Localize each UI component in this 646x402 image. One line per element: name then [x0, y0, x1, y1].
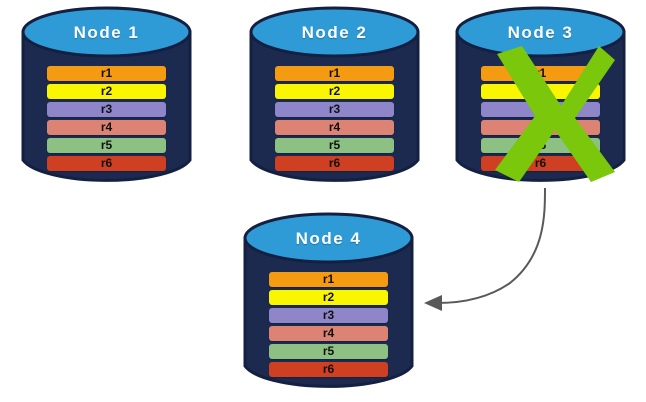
record-r3[interactable]: r3 — [269, 308, 388, 323]
record-label: r6 — [322, 362, 335, 376]
node-4-records: r1 r2 r3 r4 r5 r6 — [243, 272, 414, 377]
record-label: r5 — [328, 138, 341, 152]
record-label: r5 — [322, 344, 335, 358]
record-r1[interactable]: r1 — [275, 66, 394, 81]
record-r5[interactable]: r5 — [47, 138, 166, 153]
record-r2[interactable]: r2 — [275, 84, 394, 99]
record-r4[interactable]: r4 — [269, 326, 388, 341]
record-label: r3 — [322, 308, 335, 322]
record-label: r2 — [534, 84, 547, 98]
record-r2[interactable]: r2 — [481, 84, 600, 99]
record-label: r2 — [100, 84, 113, 98]
record-label: r6 — [534, 156, 547, 170]
record-label: r1 — [534, 66, 547, 80]
record-r5[interactable]: r5 — [269, 344, 388, 359]
node-1-records: r1 r2 r3 r4 r5 r6 — [21, 66, 192, 171]
record-r4[interactable]: r4 — [47, 120, 166, 135]
record-r4[interactable]: r4 — [481, 120, 600, 135]
record-r6[interactable]: r6 — [481, 156, 600, 171]
record-r3[interactable]: r3 — [47, 102, 166, 117]
node-3[interactable]: Node 3 r1 r2 r3 r4 r5 r6 — [455, 6, 626, 186]
record-label: r3 — [100, 102, 113, 116]
record-label: r1 — [328, 66, 341, 80]
record-label: r3 — [328, 102, 341, 116]
record-label: r6 — [328, 156, 341, 170]
record-label: r3 — [534, 102, 547, 116]
record-r1[interactable]: r1 — [481, 66, 600, 81]
record-r5[interactable]: r5 — [275, 138, 394, 153]
record-r6[interactable]: r6 — [269, 362, 388, 377]
record-label: r1 — [100, 66, 113, 80]
record-r4[interactable]: r4 — [275, 120, 394, 135]
record-r1[interactable]: r1 — [269, 272, 388, 287]
record-label: r2 — [322, 290, 335, 304]
record-r6[interactable]: r6 — [47, 156, 166, 171]
record-r6[interactable]: r6 — [275, 156, 394, 171]
record-label: r6 — [100, 156, 113, 170]
record-label: r4 — [100, 120, 113, 134]
record-r3[interactable]: r3 — [275, 102, 394, 117]
node-1[interactable]: Node 1 r1 r2 r3 r4 r5 r6 — [21, 6, 192, 186]
node-2[interactable]: Node 2 r1 r2 r3 r4 r5 r6 — [249, 6, 420, 186]
record-r5[interactable]: r5 — [481, 138, 600, 153]
record-label: r1 — [322, 272, 335, 286]
node-3-records: r1 r2 r3 r4 r5 r6 — [455, 66, 626, 171]
record-r3[interactable]: r3 — [481, 102, 600, 117]
record-label: r5 — [534, 138, 547, 152]
record-label: r2 — [328, 84, 341, 98]
record-r1[interactable]: r1 — [47, 66, 166, 81]
record-r2[interactable]: r2 — [269, 290, 388, 305]
record-r2[interactable]: r2 — [47, 84, 166, 99]
record-label: r5 — [100, 138, 113, 152]
node-4[interactable]: Node 4 r1 r2 r3 r4 r5 r6 — [243, 212, 414, 392]
record-label: r4 — [322, 326, 335, 340]
record-label: r4 — [534, 120, 547, 134]
record-label: r4 — [328, 120, 341, 134]
node-2-records: r1 r2 r3 r4 r5 r6 — [249, 66, 420, 171]
